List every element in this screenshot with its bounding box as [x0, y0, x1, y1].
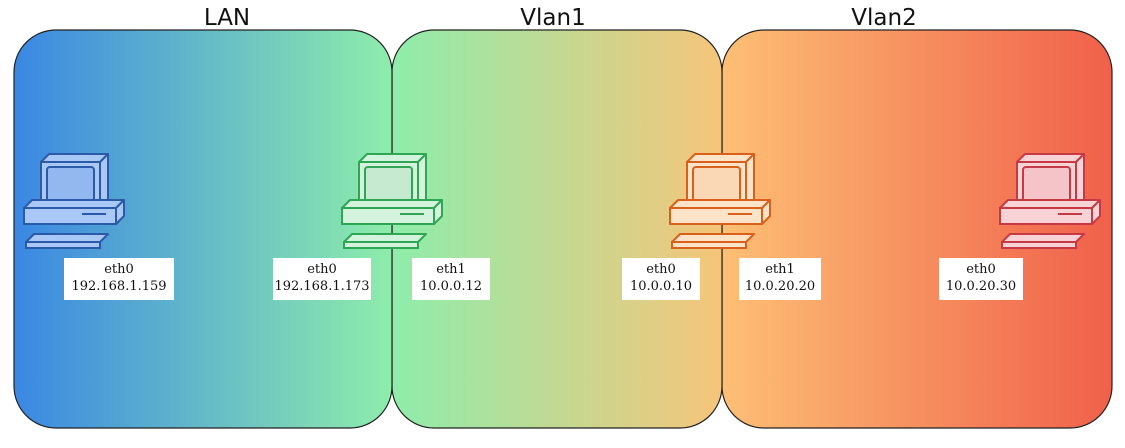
vlan1-title: Vlan1	[520, 5, 585, 31]
ip-address: 10.0.20.20	[744, 279, 816, 294]
ip-address: 192.168.1.173	[274, 279, 370, 294]
ip-address: 10.0.0.12	[419, 279, 483, 294]
iface-name: eth1	[436, 262, 466, 277]
router2-eth0-label: eth0 10.0.0.10	[622, 258, 700, 300]
vlan1-zone	[391, 29, 723, 429]
iface-name: eth1	[765, 262, 795, 277]
iface-name: eth0	[646, 262, 676, 277]
router1-eth0-label: eth0 192.168.1.173	[273, 258, 371, 300]
vlan2-pc-eth0-label: eth0 10.0.20.30	[939, 258, 1023, 300]
iface-name: eth0	[104, 262, 134, 277]
iface-name: eth0	[307, 262, 337, 277]
vlan2-title: Vlan2	[851, 5, 916, 31]
lan-title: LAN	[204, 5, 250, 31]
router1-eth1-label: eth1 10.0.0.12	[412, 258, 490, 300]
iface-name: eth0	[966, 262, 996, 277]
vlan2-zone	[721, 29, 1113, 429]
lan-pc-eth0-label: eth0 192.168.1.159	[64, 258, 174, 300]
ip-address: 192.168.1.159	[71, 279, 167, 294]
lan-zone	[13, 29, 393, 429]
ip-address: 10.0.0.10	[629, 279, 693, 294]
router2-eth1-label: eth1 10.0.20.20	[739, 258, 821, 300]
ip-address: 10.0.20.30	[945, 279, 1017, 294]
